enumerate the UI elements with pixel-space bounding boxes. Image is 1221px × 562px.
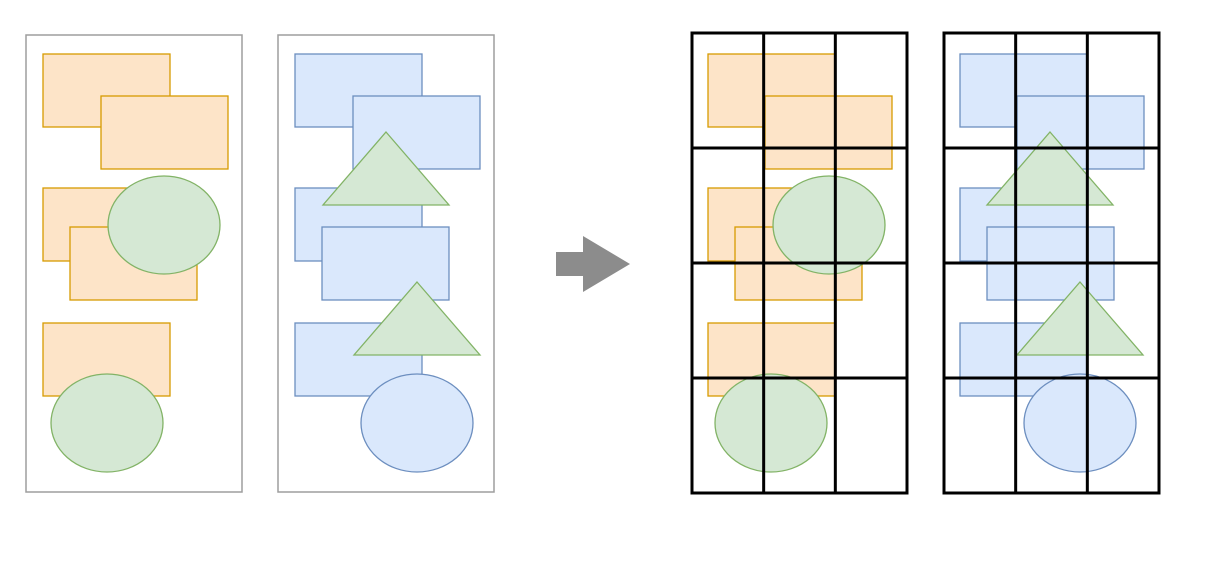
left-orange-panel xyxy=(25,34,243,493)
green-ellipse xyxy=(772,175,886,275)
blue-ellipse xyxy=(360,373,474,473)
green-triangle xyxy=(1015,281,1145,356)
grid-overlay xyxy=(690,31,909,495)
right-blue-grid-panel xyxy=(942,31,1161,495)
blue-ellipse xyxy=(1023,373,1137,473)
green-triangle xyxy=(321,131,451,206)
panel-border xyxy=(277,34,495,493)
green-ellipse xyxy=(50,373,164,473)
green-triangle xyxy=(985,131,1115,206)
orange-rect xyxy=(100,95,229,170)
right-arrow-icon xyxy=(556,236,630,292)
panel-border xyxy=(25,34,243,493)
grid-overlay xyxy=(942,31,1161,495)
left-blue-panel xyxy=(277,34,495,493)
green-ellipse xyxy=(714,373,828,473)
blue-rect xyxy=(321,226,450,301)
green-triangle xyxy=(352,281,482,356)
orange-rect xyxy=(764,95,893,170)
green-ellipse xyxy=(107,175,221,275)
right-orange-grid-panel xyxy=(690,31,909,495)
